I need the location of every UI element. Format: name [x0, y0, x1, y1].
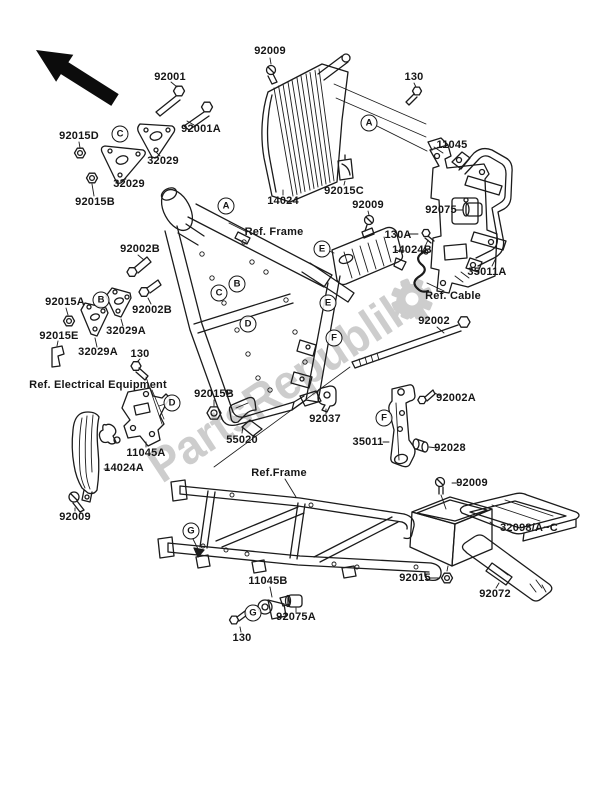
frame-callout-C: C: [210, 284, 228, 302]
radiator-guard-14024: [261, 53, 427, 203]
watermark-text: PartsRepublik|: [139, 273, 433, 493]
direction-arrow-icon: [36, 50, 119, 106]
damper-92075A: [284, 594, 303, 613]
part-number-label: 130: [130, 348, 150, 360]
cover-14024A: [71, 411, 110, 503]
part-number-label: 92075: [425, 204, 457, 216]
part-number-label: Ref. Cable: [425, 290, 481, 302]
stay-35011A: [451, 147, 513, 273]
part-number-label: 92009: [59, 511, 91, 523]
frame-callout-D: D: [239, 315, 257, 333]
part-number-label: 32029: [113, 178, 145, 190]
bolt-92002: [213, 316, 471, 468]
frame-callout-B: B: [228, 275, 246, 293]
part-number-label: Ref.Frame: [251, 467, 307, 479]
part-number-label: 14024A: [104, 462, 144, 474]
part-number-label: 92002A: [436, 392, 476, 404]
frame-callout-C: C: [111, 125, 129, 143]
part-number-label: 92015: [399, 572, 431, 584]
part-number-label: 92002: [418, 315, 450, 327]
part-number-label: 55020: [226, 434, 258, 446]
frame-callout-B: B: [92, 291, 110, 309]
part-number-label: Ref. Frame: [244, 226, 304, 238]
part-number-label: 92009: [456, 477, 488, 489]
frame-callout-G: G: [244, 604, 262, 622]
part-number-label: 92002B: [120, 243, 160, 255]
frame-callout-E: E: [319, 294, 337, 312]
part-number-label: 32029: [147, 155, 179, 167]
part-number-label: 92015B: [75, 196, 115, 208]
part-number-label: 92072: [479, 588, 511, 600]
frame-callout-A: A: [360, 114, 378, 132]
part-number-label: 92015A: [45, 296, 85, 308]
screw-92009-top: [265, 57, 278, 85]
part-number-label: 92001A: [181, 123, 221, 135]
part-number-label: 11045: [436, 139, 468, 151]
part-number-label: 92015D: [59, 130, 99, 142]
part-number-label: 92009: [254, 45, 286, 57]
part-number-label: 130: [232, 632, 252, 644]
part-number-label: 11045A: [126, 447, 166, 459]
clamp-92037: [316, 385, 337, 415]
part-number-label: 92002B: [132, 304, 172, 316]
part-number-label: 14024: [267, 195, 299, 207]
part-number-label: 92015B: [194, 388, 234, 400]
frame-callout-F: F: [325, 329, 343, 347]
battery-case-32098: [409, 476, 580, 584]
part-number-label: 35011A: [467, 266, 507, 278]
part-number-label: 92009: [352, 199, 384, 211]
frame-callout-E: E: [313, 240, 331, 258]
part-number-label: 92075A: [276, 611, 316, 623]
mount-plates-32029: [73, 81, 214, 197]
frame-callout-A: A: [217, 197, 235, 215]
bracket-35011: [382, 384, 441, 468]
part-number-label: 130: [404, 71, 424, 83]
part-number-label: 130A: [384, 229, 412, 241]
gear-icon: [391, 278, 433, 320]
bolt-130-mid: [130, 358, 165, 425]
nut-92015B-frame: [206, 399, 222, 420]
part-number-label: 32098/A~C: [500, 522, 558, 534]
part-number-label: 35011: [352, 436, 384, 448]
bracket-11045A: [98, 387, 171, 448]
part-number-label: 32029A: [78, 346, 118, 358]
side-cover-14024B: [328, 226, 407, 286]
part-number-label: 92015C: [324, 185, 364, 197]
clip-92015C: [337, 154, 354, 186]
part-number-label: Ref. Electrical Equipment: [29, 379, 167, 391]
main-frame: [160, 187, 355, 437]
guard-55020: [228, 396, 257, 434]
cable-guide: [407, 228, 445, 293]
damper-92075: [455, 202, 483, 217]
screw-92009-left: [68, 491, 85, 513]
frame-callout-D: D: [163, 394, 181, 412]
rear-frame: [157, 478, 442, 582]
collar-92028: [412, 438, 438, 453]
part-number-label: 14024B: [392, 244, 432, 256]
part-number-label: 92037: [309, 413, 341, 425]
part-number-label: 32029A: [106, 325, 146, 337]
mount-plates-32029A: [51, 254, 162, 368]
frame-callout-F: F: [375, 409, 393, 427]
part-number-label: 92015E: [39, 330, 79, 342]
part-number-label: 92001: [154, 71, 186, 83]
battery-band-92072: [461, 534, 553, 602]
part-number-label: 11045B: [248, 575, 288, 587]
frame-callout-G: G: [182, 522, 200, 540]
part-number-label: 92028: [434, 442, 466, 454]
